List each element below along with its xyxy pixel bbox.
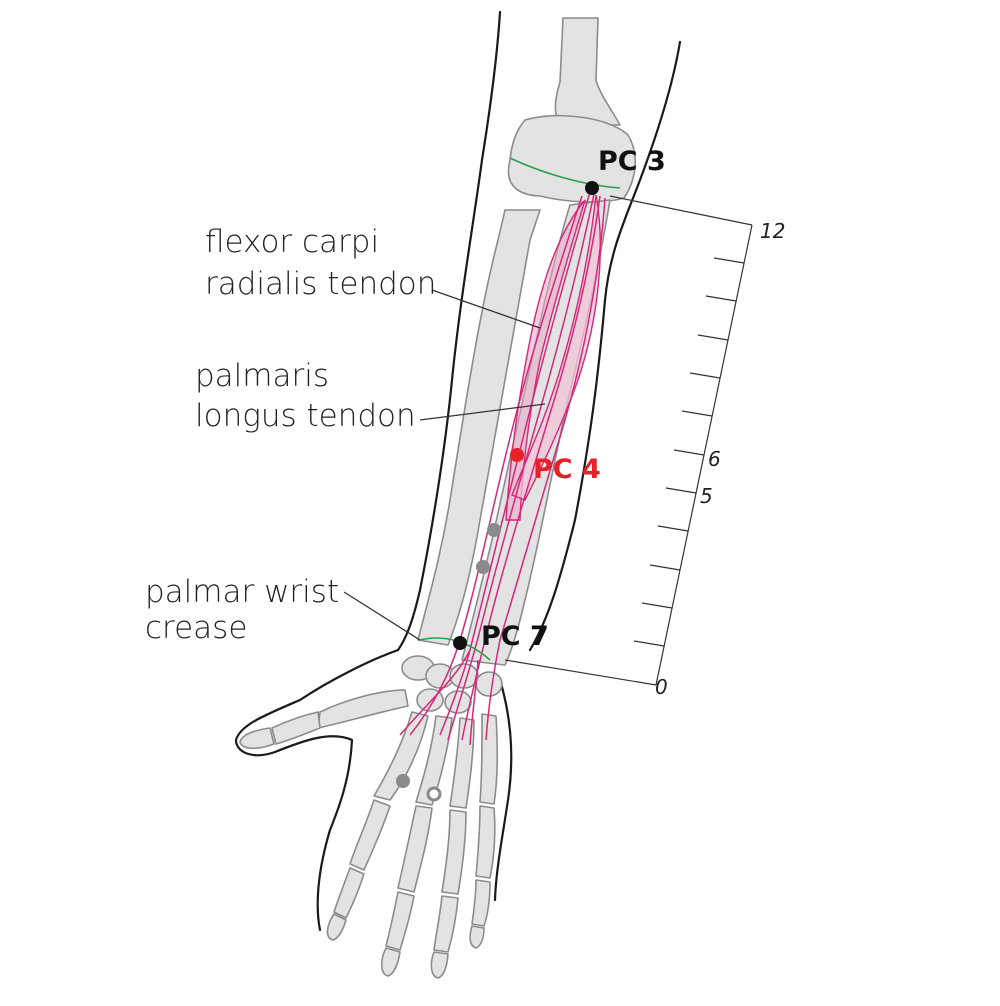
pc3-label: PC 3 <box>598 146 666 177</box>
acupoint-marker <box>476 560 490 574</box>
wrist-label-line2: crease <box>145 610 247 646</box>
thumb-metacarpal <box>317 689 409 729</box>
ulna-bone <box>417 209 541 646</box>
finger-phalanx <box>333 867 365 919</box>
acupoint-marker-hollow <box>426 786 442 802</box>
skeleton <box>239 17 637 979</box>
metacarpal <box>373 711 429 801</box>
wrist-label-line1: palmar wrist <box>145 574 339 610</box>
tendon-line <box>469 659 479 746</box>
flexor-label-line1: flexor carpi <box>205 224 379 260</box>
palmaris-label-line2: longus tendon <box>195 398 416 434</box>
metacarpal <box>479 713 499 805</box>
palmaris-label-line1: palmaris <box>195 358 329 394</box>
tendon-line <box>399 649 471 736</box>
secondary-points <box>396 523 501 802</box>
measurement-scale: 12 6 5 0 <box>504 195 785 699</box>
carpal-bone <box>475 671 503 697</box>
finger-tip <box>380 947 401 977</box>
acupoint-marker <box>487 523 501 537</box>
pc3-point <box>585 181 599 195</box>
humerus-bone <box>554 17 621 126</box>
tendon-line <box>485 197 606 741</box>
pc4-label: PC 4 <box>533 454 601 485</box>
tendon-line <box>409 195 583 736</box>
thumb-phalanx <box>271 711 321 745</box>
finger-tip <box>430 951 449 979</box>
anatomy-labels: flexor carpi radialis tendon palmaris lo… <box>145 224 436 646</box>
finger-tip <box>326 913 347 941</box>
scale-label-0: 0 <box>655 675 668 699</box>
scale-label-12: 12 <box>760 219 785 243</box>
leader-lines <box>343 289 546 641</box>
finger-tip <box>469 925 485 949</box>
finger-phalanx <box>433 895 459 953</box>
metacarpal <box>449 717 475 809</box>
finger-phalanx <box>475 805 496 879</box>
skin-outline <box>234 10 682 932</box>
finger-phalanx <box>385 891 415 951</box>
carpal-bone <box>444 690 472 714</box>
flexor-muscle-belly <box>505 199 586 521</box>
finger-phalanx <box>349 799 391 871</box>
finger-phalanx <box>441 809 467 895</box>
tendon-line <box>447 193 595 741</box>
finger-phalanx <box>397 805 433 893</box>
thumb-tip <box>239 727 275 750</box>
pc7-label: PC 7 <box>481 621 549 652</box>
scale-label-6: 6 <box>708 447 721 471</box>
acupoint-marker <box>396 774 410 788</box>
tendons <box>399 191 606 746</box>
flexor-carpi-radialis-tendon <box>439 191 591 736</box>
pc7-point <box>453 636 467 650</box>
flexor-label-line2: radialis tendon <box>205 266 436 302</box>
scale-label-5: 5 <box>700 484 713 508</box>
main-points: PC 3 PC 4 PC 7 <box>453 146 666 652</box>
elbow-crease <box>509 157 621 189</box>
pc4-point <box>510 448 524 462</box>
finger-phalanx <box>471 879 491 927</box>
